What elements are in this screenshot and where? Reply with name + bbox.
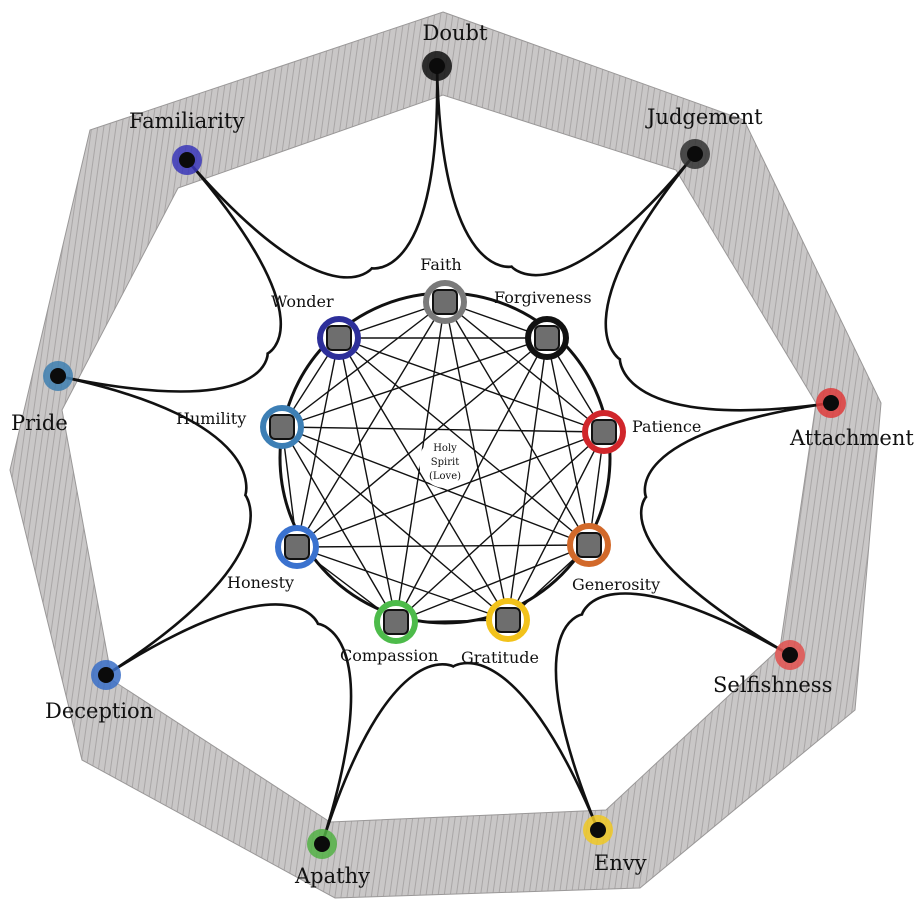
vice-label-deception: Deception xyxy=(45,699,153,723)
vice-curve xyxy=(435,65,697,277)
virtue-edge xyxy=(296,544,590,548)
vice-label-doubt: Doubt xyxy=(423,21,488,45)
virtue-edge xyxy=(296,337,340,548)
vice-curve xyxy=(186,65,439,279)
virtue-node-patience: Patience xyxy=(582,410,701,454)
virtue-edge xyxy=(281,426,509,621)
virtue-marker xyxy=(432,289,458,315)
virtue-edge xyxy=(444,301,590,546)
virtue-nodes: FaithForgivenessPatienceGenerosityGratit… xyxy=(176,255,701,667)
virtue-edge xyxy=(338,337,590,546)
vice-curve xyxy=(320,661,600,845)
center-line-3: (Love) xyxy=(429,471,461,482)
virtue-node-gratitude: Gratitude xyxy=(461,598,539,667)
vice-node-familiarity: Familiarity xyxy=(129,109,244,175)
center-line-2: Spirit xyxy=(431,457,459,468)
virtue-label-honesty: Honesty xyxy=(227,573,294,592)
virtue-node-generosity: Generosity xyxy=(567,523,660,594)
virtue-edge xyxy=(296,301,446,548)
virtue-node-wonder: Wonder xyxy=(271,292,361,360)
virtue-edge xyxy=(296,431,605,548)
virtue-node-faith: Faith xyxy=(420,255,467,324)
vice-label-pride: Pride xyxy=(11,411,68,435)
virtue-edge xyxy=(338,337,397,623)
center-line-1: Holy xyxy=(433,443,457,454)
vice-node-judgement: Judgement xyxy=(645,105,763,169)
vice-dot xyxy=(50,368,66,384)
vice-label-familiarity: Familiarity xyxy=(129,109,244,133)
vice-dot xyxy=(590,822,606,838)
virtue-label-patience: Patience xyxy=(632,417,701,436)
virtue-node-compassion: Compassion xyxy=(340,600,438,665)
virtue-marker xyxy=(534,325,560,351)
virtue-edge xyxy=(395,431,605,623)
virtue-edge xyxy=(281,426,397,623)
virtue-edge xyxy=(507,337,548,621)
virtue-marker xyxy=(284,534,310,560)
vice-node-envy: Envy xyxy=(583,815,647,875)
vice-label-envy: Envy xyxy=(594,851,647,875)
vice-label-attachment: Attachment xyxy=(789,426,914,450)
vice-dot xyxy=(179,152,195,168)
virtue-marker xyxy=(495,607,521,633)
vice-label-apathy: Apathy xyxy=(294,864,370,888)
vice-label-judgement: Judgement xyxy=(645,105,763,129)
virtue-marker xyxy=(383,609,409,635)
vice-dot xyxy=(98,667,114,683)
virtue-marker xyxy=(269,414,295,440)
vice-dot xyxy=(687,146,703,162)
virtue-label-compassion: Compassion xyxy=(340,646,438,665)
vice-curves xyxy=(57,65,832,845)
virtue-edge xyxy=(338,337,509,621)
virtue-marker xyxy=(591,419,617,445)
virtue-edge xyxy=(281,337,548,428)
outer-band xyxy=(9,11,882,899)
virtue-label-humility: Humility xyxy=(176,409,246,428)
vice-node-pride: Pride xyxy=(11,361,73,435)
vice-nodes: DoubtJudgementAttachmentSelfishnessEnvyA… xyxy=(11,21,914,888)
vice-curve xyxy=(639,401,832,657)
vice-dot xyxy=(314,836,330,852)
virtue-label-gratitude: Gratitude xyxy=(461,648,539,667)
virtue-node-humility: Humility xyxy=(176,405,304,449)
vice-curve xyxy=(554,592,791,831)
vice-node-doubt: Doubt xyxy=(422,21,488,81)
vice-dot xyxy=(429,58,445,74)
virtue-node-honesty: Honesty xyxy=(227,525,319,592)
virtue-marker xyxy=(326,325,352,351)
center-label: Holy Spirit (Love) xyxy=(419,436,471,488)
virtue-edge xyxy=(296,546,509,621)
vice-label-selfishness: Selfishness xyxy=(713,673,832,697)
virtue-edge xyxy=(281,301,446,428)
virtue-edge xyxy=(507,431,605,621)
virtue-label-generosity: Generosity xyxy=(572,575,660,594)
virtue-marker xyxy=(576,532,602,558)
virtue-edge xyxy=(296,337,548,548)
vice-curve xyxy=(604,153,832,412)
virtue-edge xyxy=(338,337,605,433)
vice-node-deception: Deception xyxy=(45,660,153,723)
vice-node-selfishness: Selfishness xyxy=(713,640,832,697)
vice-curve xyxy=(105,603,353,845)
virtue-label-forgiveness: Forgiveness xyxy=(494,288,592,307)
virtue-edge xyxy=(546,337,590,546)
vice-node-apathy: Apathy xyxy=(294,829,370,888)
vice-node-attachment: Attachment xyxy=(789,388,914,450)
virtue-label-faith: Faith xyxy=(420,255,461,274)
virtue-edge xyxy=(444,301,605,433)
virtue-edge xyxy=(281,426,605,433)
virtue-edge xyxy=(395,544,590,623)
vice-curve xyxy=(57,374,252,677)
vice-curve xyxy=(57,159,283,393)
virtue-node-forgiveness: Forgiveness xyxy=(494,288,592,360)
virtue-edge xyxy=(395,337,548,623)
virtue-edge xyxy=(444,301,509,621)
vice-dot xyxy=(823,395,839,411)
vice-dot xyxy=(782,647,798,663)
virtue-label-wonder: Wonder xyxy=(271,292,334,311)
